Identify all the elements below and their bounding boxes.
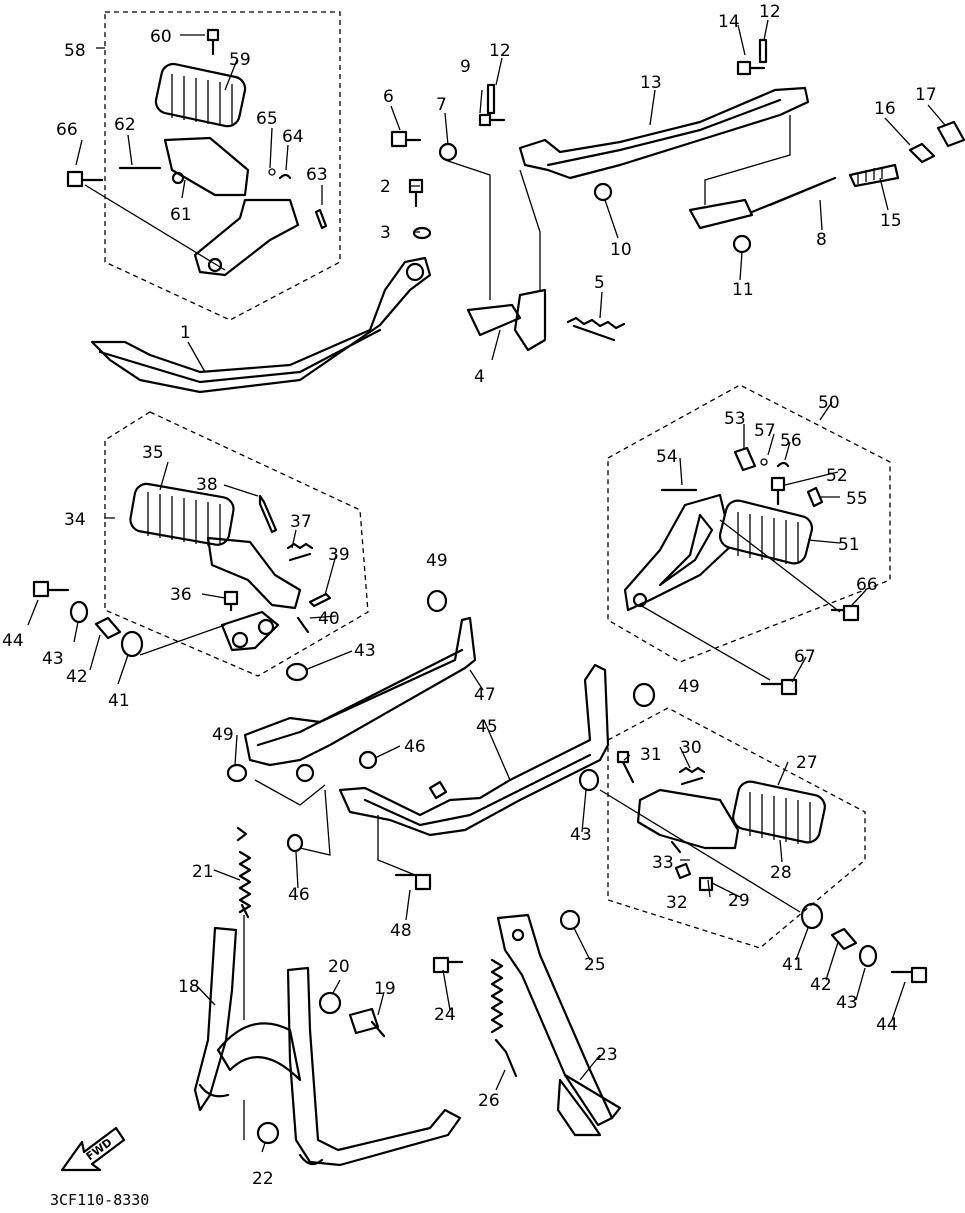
part-label-17: 17: [915, 85, 937, 105]
part-label-42a: 42: [66, 667, 88, 687]
part-label-29: 29: [728, 891, 750, 911]
part-label-56: 56: [780, 431, 802, 451]
part-label-15: 15: [880, 211, 902, 231]
part-label-43b: 43: [354, 641, 376, 661]
part-label-43a: 43: [42, 649, 64, 669]
part-label-24: 24: [434, 1005, 456, 1025]
part-label-54: 54: [656, 447, 678, 467]
frame-bracket-assembly: [226, 589, 656, 891]
part-label-55: 55: [846, 489, 868, 509]
part-label-65: 65: [256, 109, 278, 129]
part-label-10: 10: [610, 240, 632, 260]
part-label-52: 52: [826, 466, 848, 486]
part-label-43d: 43: [836, 993, 858, 1013]
brake-pedal-assembly: [90, 83, 752, 394]
part-label-61: 61: [170, 205, 192, 225]
footrest-assembly-58: [66, 28, 328, 277]
part-label-59: 59: [229, 50, 251, 70]
fwd-arrow-icon: FWD: [60, 1126, 126, 1172]
part-label-49b: 49: [678, 677, 700, 697]
part-label-41b: 41: [782, 955, 804, 975]
part-label-18: 18: [178, 977, 200, 997]
part-label-22: 22: [252, 1169, 274, 1189]
part-label-63: 63: [306, 165, 328, 185]
part-label-49c: 49: [212, 725, 234, 745]
part-label-36: 36: [170, 585, 192, 605]
part-label-35: 35: [142, 443, 164, 463]
footrest-assembly-50: [623, 446, 860, 696]
part-label-9: 9: [460, 57, 471, 77]
part-label-12b: 12: [759, 2, 781, 22]
group-box-34: [104, 411, 369, 677]
part-label-1: 1: [180, 323, 191, 343]
part-label-45: 45: [476, 717, 498, 737]
part-label-16: 16: [874, 99, 896, 119]
part-label-30: 30: [680, 738, 702, 758]
part-label-57: 57: [754, 421, 776, 441]
part-label-3: 3: [380, 223, 391, 243]
brake-rod-assembly: [518, 38, 965, 230]
part-label-44a: 44: [2, 631, 24, 651]
part-label-40: 40: [318, 609, 340, 629]
part-label-47: 47: [474, 685, 496, 705]
part-label-4: 4: [474, 367, 485, 387]
part-label-49a: 49: [426, 551, 448, 571]
center-stand-assembly: [193, 826, 462, 1167]
part-label-19: 19: [374, 979, 396, 999]
part-label-34: 34: [64, 510, 86, 530]
part-label-7: 7: [436, 95, 447, 115]
part-label-5: 5: [594, 273, 605, 293]
group-box-27: [607, 707, 866, 949]
part-label-66b: 66: [856, 575, 878, 595]
part-label-11: 11: [732, 280, 754, 300]
part-label-46b: 46: [288, 885, 310, 905]
part-label-37: 37: [290, 512, 312, 532]
part-label-23: 23: [596, 1045, 618, 1065]
part-label-46a: 46: [404, 737, 426, 757]
part-label-6: 6: [383, 87, 394, 107]
part-label-53: 53: [724, 409, 746, 429]
part-label-43c: 43: [570, 825, 592, 845]
side-stand-assembly: [432, 909, 622, 1137]
drawing-code: 3CF110-8330: [50, 1191, 149, 1209]
part-label-66a: 66: [56, 120, 78, 140]
part-label-44b: 44: [876, 1015, 898, 1035]
part-label-41a: 41: [108, 691, 130, 711]
part-label-39: 39: [328, 545, 350, 565]
part-label-42b: 42: [810, 975, 832, 995]
part-label-67: 67: [794, 647, 816, 667]
part-label-26: 26: [478, 1091, 500, 1111]
part-label-28: 28: [770, 863, 792, 883]
part-label-31: 31: [640, 745, 662, 765]
part-label-8: 8: [816, 230, 827, 250]
part-label-14: 14: [718, 12, 740, 32]
part-label-64: 64: [282, 127, 304, 147]
part-label-60: 60: [150, 27, 172, 47]
part-labels: 1 2 3 4 5 6 7 8 9 10 11 12 12 13 14 15 1…: [2, 2, 937, 1189]
part-label-20: 20: [328, 957, 350, 977]
part-label-21: 21: [192, 862, 214, 882]
part-label-62: 62: [114, 115, 136, 135]
part-label-38: 38: [196, 475, 218, 495]
part-label-58: 58: [64, 41, 86, 61]
part-label-27: 27: [796, 753, 818, 773]
part-label-2: 2: [380, 177, 391, 197]
part-label-32: 32: [666, 893, 688, 913]
part-label-48: 48: [390, 921, 412, 941]
part-label-25: 25: [584, 955, 606, 975]
part-label-33: 33: [652, 853, 674, 873]
part-label-13: 13: [640, 73, 662, 93]
part-label-51: 51: [838, 535, 860, 555]
footrest-assembly-27: [599, 750, 928, 984]
footrest-assembly-34: [32, 482, 332, 682]
part-label-12a: 12: [489, 41, 511, 61]
part-label-50: 50: [818, 393, 840, 413]
